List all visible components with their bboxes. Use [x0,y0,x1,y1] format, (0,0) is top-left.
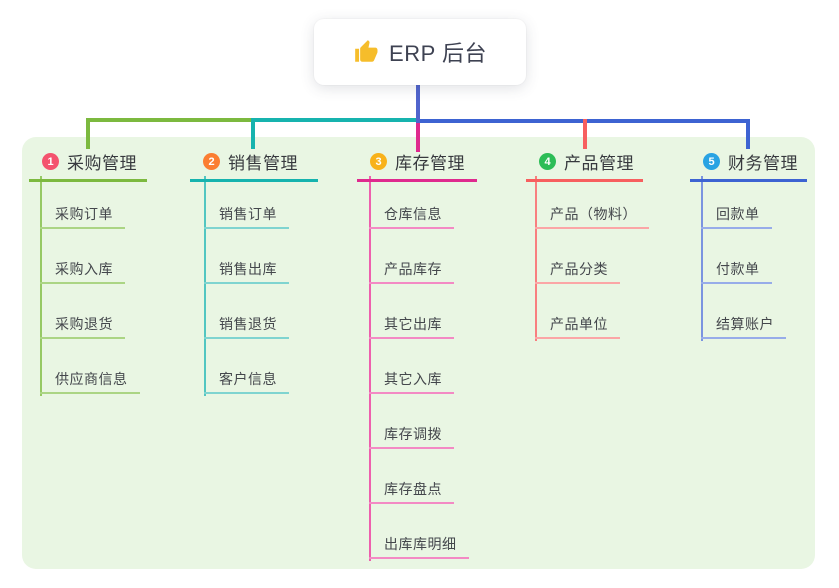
child-node[interactable]: 销售退货 [204,313,289,339]
branch-stem-line [204,176,206,396]
branch-number-badge: 2 [203,153,220,170]
thumbs-up-icon [355,40,378,62]
child-node[interactable]: 其它入库 [369,368,454,394]
branch-label: 库存管理 [395,154,465,173]
child-node[interactable]: 产品库存 [369,258,454,284]
child-node[interactable]: 其它出库 [369,313,454,339]
branch-number-badge: 4 [539,153,556,170]
child-node[interactable]: 销售出库 [204,258,289,284]
branch-stem-line [369,176,371,561]
branch-stem-line [535,176,537,341]
branch-node-1[interactable]: 1 采购管理 [29,149,147,182]
branch-label: 财务管理 [728,154,798,173]
branch-number-badge: 5 [703,153,720,170]
child-node[interactable]: 库存调拨 [369,423,454,449]
child-node[interactable]: 采购订单 [40,203,125,229]
child-node[interactable]: 采购退货 [40,313,125,339]
branch-node-3[interactable]: 3 库存管理 [357,149,477,182]
connector-line [583,119,587,149]
child-node[interactable]: 产品（物料） [535,203,649,229]
root-node-label: ERP 后台 [389,41,487,66]
branch-stem-line [40,176,42,396]
mindmap-panel [22,137,815,569]
branch-label: 采购管理 [67,154,137,173]
child-node[interactable]: 结算账户 [701,313,786,339]
child-node[interactable]: 仓库信息 [369,203,454,229]
connector-line [251,118,418,122]
branch-node-2[interactable]: 2 销售管理 [190,149,318,182]
child-node[interactable]: 销售订单 [204,203,289,229]
connector-line [86,118,90,149]
child-node[interactable]: 产品分类 [535,258,620,284]
child-node[interactable]: 回款单 [701,203,772,229]
connector-line [251,118,255,149]
child-node[interactable]: 出库库明细 [369,533,469,559]
root-trunk-line [416,84,420,123]
branch-node-5[interactable]: 5 财务管理 [690,149,807,182]
branch-number-badge: 1 [42,153,59,170]
branch-label: 销售管理 [228,154,298,173]
child-node[interactable]: 客户信息 [204,368,289,394]
connector-line [746,119,750,149]
connector-line [86,118,253,122]
branch-node-4[interactable]: 4 产品管理 [526,149,643,182]
child-node[interactable]: 采购入库 [40,258,125,284]
branch-number-badge: 3 [370,153,387,170]
branch-stem-line [701,176,703,341]
branch-label: 产品管理 [564,154,634,173]
connector-line [416,121,420,152]
child-node[interactable]: 供应商信息 [40,368,140,394]
child-node[interactable]: 库存盘点 [369,478,454,504]
child-node[interactable]: 产品单位 [535,313,620,339]
root-node[interactable]: ERP 后台 [314,19,526,85]
child-node[interactable]: 付款单 [701,258,772,284]
